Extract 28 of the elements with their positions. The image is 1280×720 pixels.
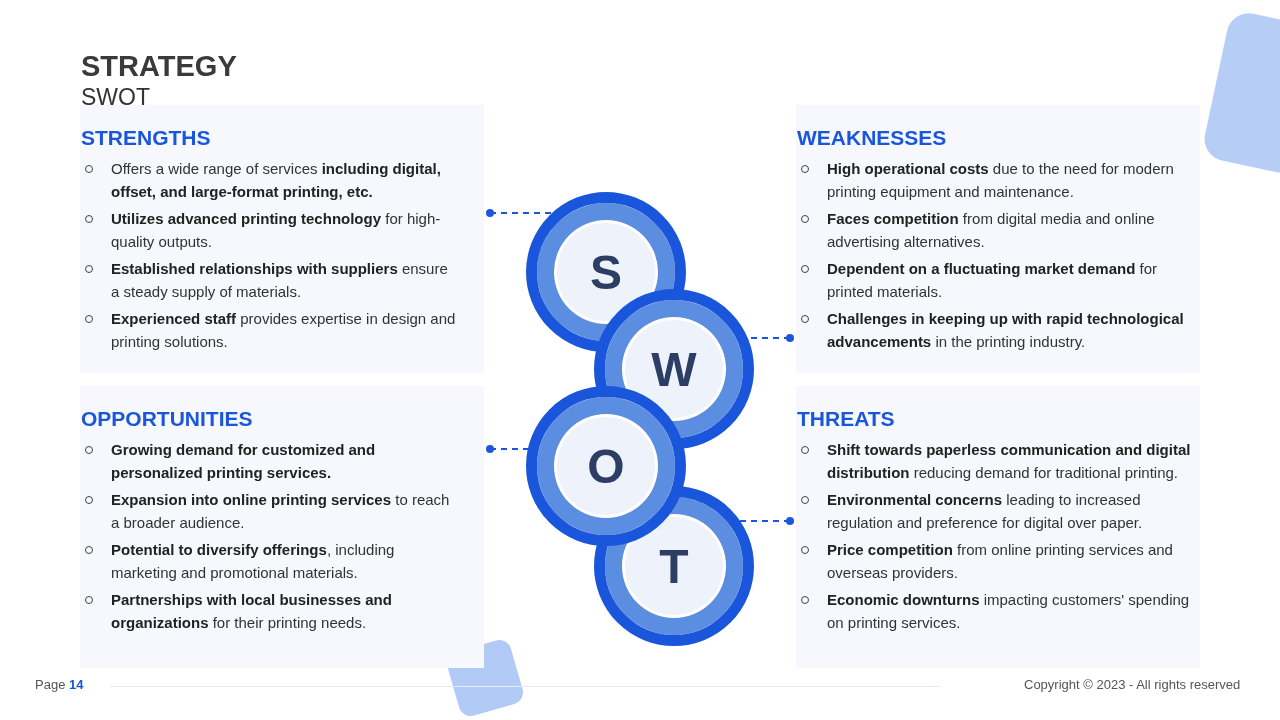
page-number: Page 14 <box>35 677 84 692</box>
bullet-item: High operational costs due to the need for modern printing equipment and maintenance. <box>827 160 1174 200</box>
slide-title: STRATEGY <box>81 50 237 83</box>
panel-heading: THREATS <box>797 407 895 431</box>
bullet-item: Shift towards paperless communication and digital distribution reducing demand for traditional printing. <box>827 441 1191 481</box>
bullet-item: Established relationships with suppliers ensure a steady supply of materials. <box>111 260 448 300</box>
quadrant-panel <box>80 105 484 373</box>
panel-heading: STRENGTHS <box>81 126 211 150</box>
quadrant-panel <box>80 386 484 668</box>
panel-heading: OPPORTUNITIES <box>81 407 253 431</box>
bullet-item: Dependent on a fluctuating market demand for printed materials. <box>827 260 1158 300</box>
bullet-item: Price competition from online printing services and overseas providers. <box>827 541 1173 581</box>
bullet-item: Partnerships with local businesses and organizations for their printing needs. <box>111 591 392 631</box>
bullet-item: Experienced staff provides expertise in design and printing solutions. <box>111 310 456 350</box>
bullet-item: Expansion into online printing services to reach a broader audience. <box>111 491 450 531</box>
quadrant-panel <box>796 105 1200 373</box>
slide-subtitle: SWOT <box>81 84 150 111</box>
bullet-item: Economic downturns impacting customers' spending on printing services. <box>827 591 1190 631</box>
bullet-item: Challenges in keeping up with rapid technological advancements in the printing industry. <box>827 310 1184 350</box>
bullet-item: Utilizes advanced printing technology for high-quality outputs. <box>111 210 441 250</box>
letter-circle: O <box>526 386 686 546</box>
panel-heading: WEAKNESSES <box>797 126 947 150</box>
quadrant-panel <box>796 386 1200 668</box>
bullet-item: Environmental concerns leading to increased regulation and preference for digital over paper. <box>827 491 1143 531</box>
bullet-item: Offers a wide range of services including digital, offset, and large-format printing, etc. <box>111 160 441 200</box>
bullet-item: Potential to diversify offerings, including marketing and promotional materials. <box>111 541 395 581</box>
bullet-item: Growing demand for customized and personalized printing services. <box>111 441 376 481</box>
bullet-item: Faces competition from digital media and online advertising alternatives. <box>827 210 1155 250</box>
